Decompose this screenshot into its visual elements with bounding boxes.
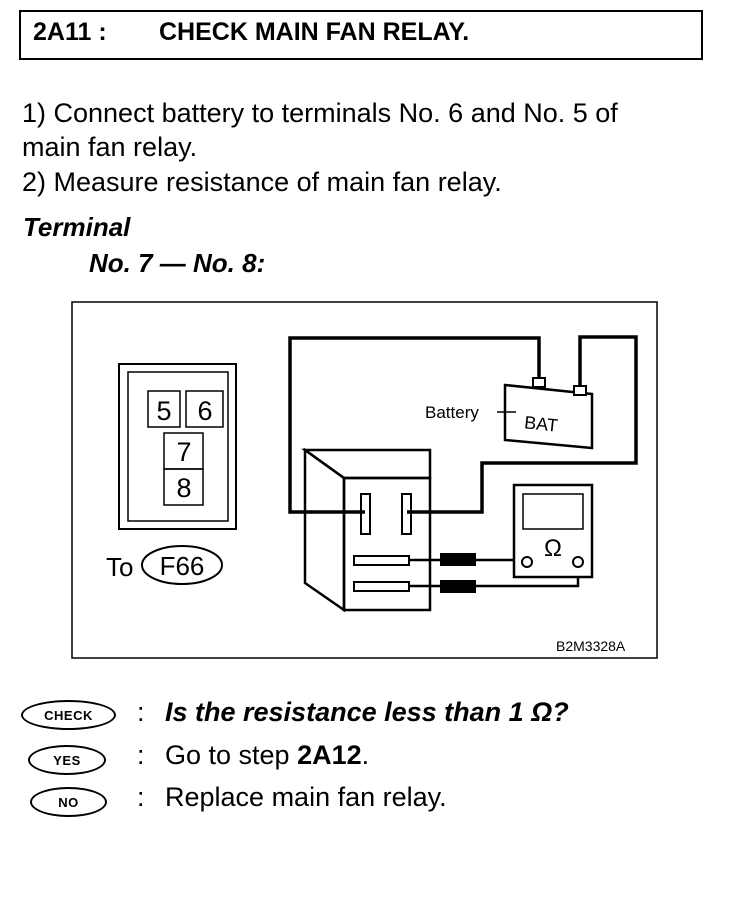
step-title: CHECK MAIN FAN RELAY. xyxy=(159,18,470,46)
instruction-2: 2) Measure resistance of main fan relay. xyxy=(22,167,502,197)
terminal-value: No. 7 — No. 8: xyxy=(89,248,266,278)
yes-prefix: Go to step xyxy=(165,740,298,770)
step-title-box: 2A11 : CHECK MAIN FAN RELAY. xyxy=(19,10,703,60)
yes-symbol: YES xyxy=(28,745,106,775)
wire-positive xyxy=(288,336,541,514)
check-question: Is the resistance less than 1 Ω? xyxy=(165,697,569,727)
probe-2 xyxy=(440,580,476,593)
check-symbol: CHECK xyxy=(21,700,116,730)
terminal-label: Terminal xyxy=(23,212,131,242)
wiring-diagram: 5 6 7 8 To F66 BAT Battery Ω B2M332 xyxy=(71,301,658,659)
ohmmeter: Ω xyxy=(512,483,594,579)
no-symbol: NO xyxy=(30,787,107,817)
ohm-symbol: Ω xyxy=(544,535,562,562)
yes-answer: Go to step 2A12. xyxy=(165,740,369,771)
yes-separator: : xyxy=(137,740,145,770)
yes-step-link: 2A12 xyxy=(297,740,362,770)
pin-5: 5 xyxy=(156,396,171,426)
figure-code: B2M3328A xyxy=(556,638,626,654)
connector-id-oval xyxy=(141,545,223,585)
connector-f66: 5 6 7 8 xyxy=(118,363,237,530)
check-separator: : xyxy=(137,697,145,727)
instruction-1: 1) Connect battery to terminals No. 6 an… xyxy=(22,98,618,128)
yes-suffix: . xyxy=(361,740,370,770)
wire-negative xyxy=(407,335,638,514)
instruction-1-cont: main fan relay. xyxy=(22,132,198,162)
diagram-frame xyxy=(71,301,658,659)
battery: BAT xyxy=(503,377,594,450)
no-answer: Replace main fan relay. xyxy=(165,782,447,812)
step-number: 2A11 : xyxy=(33,18,107,46)
pin-7: 7 xyxy=(176,437,191,467)
pin-8: 8 xyxy=(176,473,191,503)
battery-text: BAT xyxy=(523,412,559,435)
connector-id: F66 xyxy=(160,551,205,581)
probe-1 xyxy=(440,553,476,566)
pin-6: 6 xyxy=(197,396,212,426)
no-separator: : xyxy=(137,782,145,812)
to-label: To xyxy=(106,552,133,582)
battery-label: Battery xyxy=(425,403,479,422)
